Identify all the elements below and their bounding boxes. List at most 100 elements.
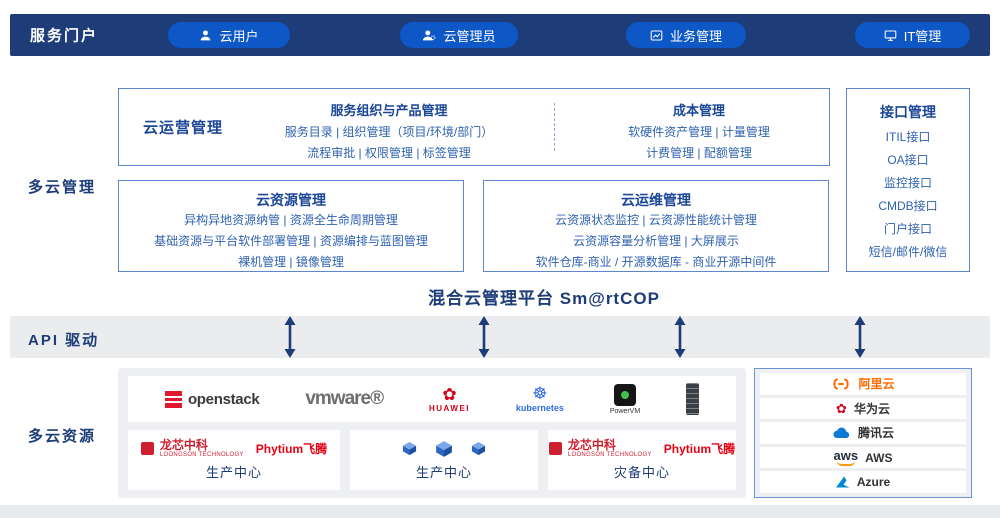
aws-logo-text: aws bbox=[833, 448, 859, 464]
production-center-2-box: 生产中心 bbox=[350, 430, 538, 490]
portal-button-label: 业务管理 bbox=[669, 28, 722, 44]
cloud-resource-line: 基础资源与平台软件部署管理 | 资源编排与蓝图管理 bbox=[154, 234, 428, 248]
interface-item: 短信/邮件/微信 bbox=[868, 245, 948, 259]
phytium-logo: Phytium飞腾 bbox=[255, 442, 328, 456]
interface-item: 门户接口 bbox=[883, 222, 932, 236]
user-icon bbox=[199, 29, 212, 42]
api-arrow bbox=[284, 316, 296, 358]
huawei-flower-icon: ✿ bbox=[442, 384, 457, 404]
interface-item: OA接口 bbox=[887, 153, 929, 167]
service-org-title: 服务组织与产品管理 bbox=[330, 103, 448, 118]
cloud-ops-line: 软件仓库-商业 / 开源数据库 - 商业开源中间件 bbox=[535, 255, 777, 269]
monitor-icon bbox=[884, 29, 897, 42]
cube-icon bbox=[402, 441, 417, 456]
cost-mgmt-line: 软硬件资产管理 | 计量管理 bbox=[628, 125, 770, 139]
loongson-sublabel: LOONGSON TECHNOLOGY bbox=[159, 452, 244, 458]
azure-icon bbox=[835, 476, 850, 488]
vmware-label: vmware® bbox=[305, 388, 384, 409]
server-tower-icon bbox=[686, 383, 700, 415]
portal-button-label: IT管理 bbox=[903, 28, 942, 44]
vendor-row: 龙芯中科 LOONGSON TECHNOLOGY Phytium飞腾 bbox=[548, 438, 735, 458]
kubernetes-helm-icon: ☸ bbox=[532, 384, 548, 403]
multicloud-mgmt-label: 多云管理 bbox=[28, 179, 97, 196]
api-arrow bbox=[478, 316, 490, 358]
cloud-name: AWS bbox=[865, 450, 893, 465]
aws-smile-icon bbox=[836, 461, 855, 467]
cloud-name: 阿里云 bbox=[858, 377, 895, 392]
business-chart-icon bbox=[650, 29, 663, 42]
cloud-ops-title: 云运维管理 bbox=[621, 192, 691, 208]
cloud-resource-title: 云资源管理 bbox=[256, 192, 326, 208]
production-center-1-box: 龙芯中科 LOONGSON TECHNOLOGY Phytium飞腾 生产中心 bbox=[128, 430, 340, 490]
kubernetes-logo: ☸ kubernetes bbox=[516, 385, 564, 413]
cube-icon bbox=[436, 440, 452, 457]
resources-container: openstack vmware® ✿ HUAWEI ☸ kubernetes … bbox=[118, 368, 746, 498]
cloud-operations-title: 云运营管理 bbox=[143, 119, 224, 137]
loongson-sublabel: LOONGSON TECHNOLOGY bbox=[567, 452, 652, 458]
tencent-cloud-icon bbox=[833, 427, 850, 438]
public-clouds-box: 阿里云 ✿ 华为云 腾讯云 aws AWS Azure bbox=[754, 368, 972, 498]
api-arrow bbox=[854, 316, 866, 358]
huawei-logo: ✿ HUAWEI bbox=[429, 386, 470, 413]
cloud-name: 华为云 bbox=[853, 401, 890, 416]
portal-button-business-mgmt[interactable]: 业务管理 bbox=[626, 22, 746, 48]
interface-item: ITIL接口 bbox=[885, 130, 931, 144]
multicloud-resources-label: 多云资源 bbox=[28, 428, 97, 445]
cloud-resource-line: 异构异地资源纳管 | 资源全生命周期管理 bbox=[184, 213, 398, 227]
aws-icon: aws bbox=[833, 448, 859, 467]
loongson-logo: 龙芯中科 LOONGSON TECHNOLOGY bbox=[548, 438, 652, 458]
cost-mgmt-line: 计费管理 | 配额管理 bbox=[646, 146, 752, 160]
platform-title: 混合云管理平台 Sm@rtCOP bbox=[428, 289, 660, 308]
openstack-label: openstack bbox=[187, 390, 260, 408]
interface-item: CMDB接口 bbox=[878, 199, 938, 213]
kubernetes-label: kubernetes bbox=[515, 403, 564, 413]
huawei-label: HUAWEI bbox=[429, 403, 470, 413]
service-portal-band: 服务门户 云用户 云管理员 业务管理 IT管理 bbox=[10, 14, 990, 56]
portal-button-cloud-user[interactable]: 云用户 bbox=[168, 22, 290, 48]
cloud-row-tencent: 腾讯云 bbox=[760, 422, 966, 444]
powervm-label: PowerVM bbox=[609, 407, 641, 415]
center-name: 灾备中心 bbox=[613, 465, 670, 480]
disaster-center-box: 龙芯中科 LOONGSON TECHNOLOGY Phytium飞腾 灾备中心 bbox=[548, 430, 736, 490]
loongson-logo: 龙芯中科 LOONGSON TECHNOLOGY bbox=[140, 438, 244, 458]
service-org-line: 服务目录 | 组织管理（项目/环境/部门） bbox=[284, 125, 494, 139]
center-name: 生产中心 bbox=[205, 465, 262, 480]
portal-button-it-mgmt[interactable]: IT管理 bbox=[855, 22, 970, 48]
cloud-row-huawei: ✿ 华为云 bbox=[760, 397, 966, 420]
center-name: 生产中心 bbox=[415, 464, 472, 480]
alibaba-cloud-icon bbox=[833, 378, 850, 390]
loongson-icon bbox=[548, 442, 562, 455]
footer-strip bbox=[0, 505, 1000, 518]
interface-mgmt-title: 接口管理 bbox=[880, 104, 936, 120]
api-band bbox=[10, 316, 990, 358]
cloud-name: Azure bbox=[856, 475, 891, 490]
service-org-section: 服务组织与产品管理 服务目录 | 组织管理（项目/环境/部门） 流程审批 | 权… bbox=[239, 100, 539, 164]
cloud-name: 腾讯云 bbox=[857, 426, 894, 441]
loongson-label: 龙芯中科 bbox=[567, 438, 616, 452]
vendor-row: 龙芯中科 LOONGSON TECHNOLOGY Phytium飞腾 bbox=[140, 438, 328, 458]
section-divider bbox=[554, 103, 555, 151]
interface-item: 监控接口 bbox=[883, 176, 932, 190]
cloud-row-azure: Azure bbox=[760, 471, 966, 493]
huawei-flower-icon: ✿ bbox=[836, 400, 847, 416]
cloud-ops-box: 云运维管理 云资源状态监控 | 云资源性能统计管理 云资源容量分析管理 | 大屏… bbox=[483, 180, 829, 272]
service-portal-label: 服务门户 bbox=[30, 27, 99, 45]
cloud-operations-box: 云运营管理 服务组织与产品管理 服务目录 | 组织管理（项目/环境/部门） 流程… bbox=[118, 88, 830, 166]
cube-icon bbox=[471, 441, 486, 456]
admin-user-icon bbox=[422, 29, 436, 42]
service-org-line: 流程审批 | 权限管理 | 标签管理 bbox=[307, 146, 471, 160]
cloud-row-aws: aws AWS bbox=[760, 446, 966, 469]
powervm-icon bbox=[613, 383, 636, 406]
loongson-icon bbox=[140, 442, 154, 455]
cost-mgmt-section: 成本管理 软硬件资产管理 | 计量管理 计费管理 | 配额管理 bbox=[579, 100, 819, 164]
cloud-row-alibaba: 阿里云 bbox=[760, 373, 966, 395]
powervm-logo: PowerVM bbox=[609, 383, 641, 415]
cloud-ops-line: 云资源状态监控 | 云资源性能统计管理 bbox=[555, 213, 757, 227]
vmware-logo: vmware® bbox=[305, 388, 384, 410]
cloud-resource-box: 云资源管理 异构异地资源纳管 | 资源全生命周期管理 基础资源与平台软件部署管理… bbox=[118, 180, 464, 272]
openstack-icon bbox=[164, 390, 182, 408]
loongson-label: 龙芯中科 bbox=[159, 438, 208, 452]
portal-button-cloud-admin[interactable]: 云管理员 bbox=[400, 22, 518, 48]
cost-mgmt-title: 成本管理 bbox=[672, 103, 725, 118]
